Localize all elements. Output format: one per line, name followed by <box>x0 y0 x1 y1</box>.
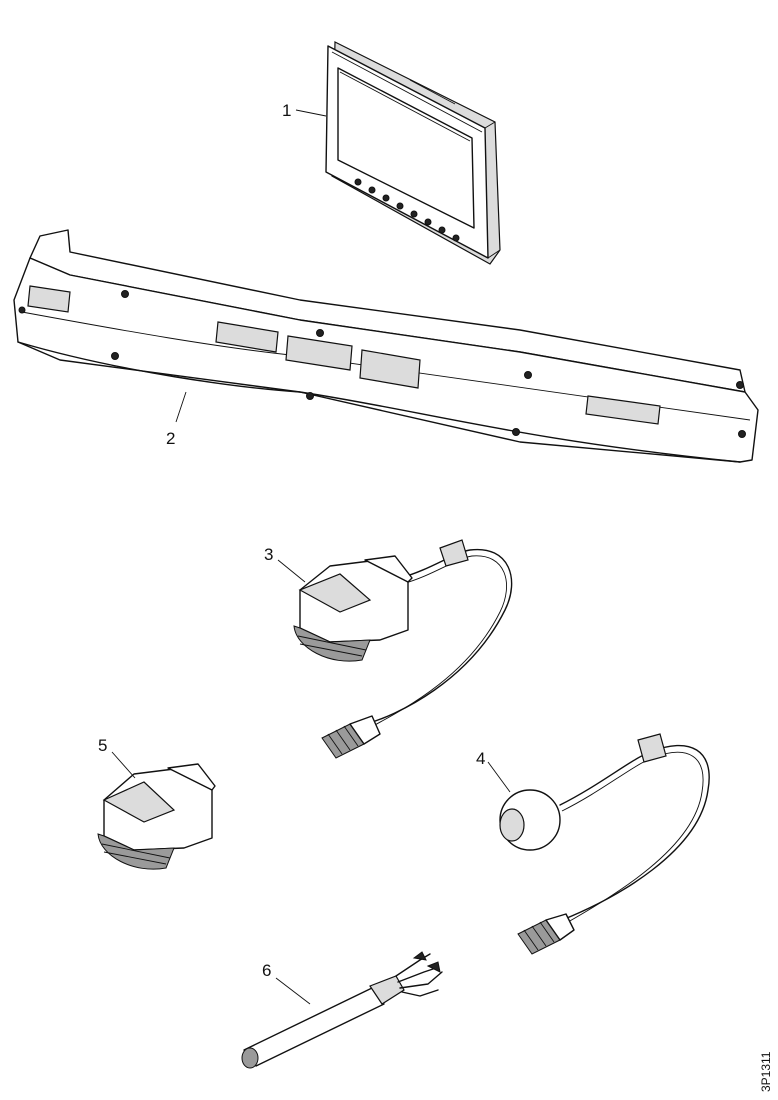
bar-slot <box>359 349 421 389</box>
leader-line-6 <box>275 977 311 1005</box>
leader-line-1 <box>295 109 327 117</box>
callout-5: 5 <box>98 736 107 755</box>
camera-connector <box>321 715 381 759</box>
monitor-buttons <box>354 178 460 242</box>
callout-3: 3 <box>264 545 273 564</box>
monitor-part <box>325 41 501 265</box>
bar-slot <box>585 395 661 425</box>
leader-line-3 <box>277 559 306 583</box>
camera-part-5 <box>97 763 216 870</box>
callout-6: 6 <box>262 961 271 980</box>
leader-line-4 <box>487 761 511 793</box>
bar-slot <box>215 321 279 353</box>
bar-slot <box>27 285 71 313</box>
callout-1: 1 <box>282 101 291 120</box>
sensor-connector <box>517 913 575 955</box>
document-id: 3P1311 <box>759 1051 773 1092</box>
leader-line-2 <box>175 391 187 423</box>
bar-slot <box>285 335 353 371</box>
callout-4: 4 <box>476 749 485 768</box>
callout-2: 2 <box>166 429 175 448</box>
sensor-part-4 <box>499 733 710 955</box>
leader-line-5 <box>111 751 136 779</box>
mounting-bar-part <box>13 229 759 463</box>
cable-part-6 <box>241 951 443 1069</box>
camera-part-3 <box>293 539 513 759</box>
